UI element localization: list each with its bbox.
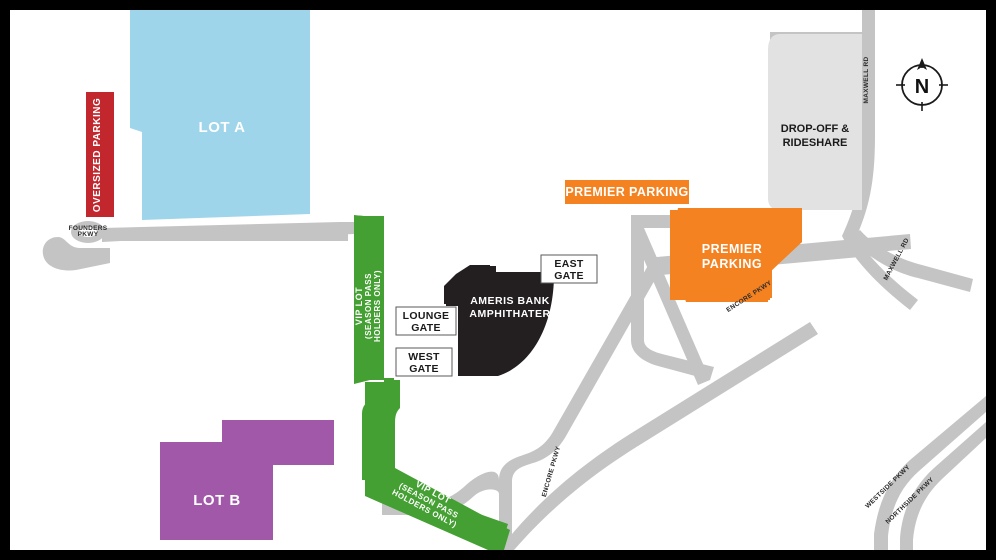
premier-parking-label-line2: PARKING — [702, 257, 762, 271]
founders-pkwy-label-line2: PKWY — [78, 231, 99, 238]
road-maxwell-interchange — [850, 230, 973, 292]
vip-upper-label-line2: (SEASON PASS — [364, 273, 373, 339]
premier-parking-banner-bg[interactable] — [565, 180, 689, 204]
road-maxwell-south — [842, 232, 918, 310]
premier-parking-outline[interactable] — [670, 208, 802, 302]
west-gate-label-line1: WEST — [408, 351, 440, 363]
dropoff-shape[interactable] — [768, 34, 862, 210]
gate-west[interactable]: WEST GATE — [395, 347, 453, 377]
lot-a[interactable]: LOT A — [130, 10, 310, 220]
vip-upper-label-line3: HOLDERS ONLY) — [373, 270, 382, 342]
west-gate-label-line2: GATE — [409, 363, 439, 375]
amphitheater-label-line2: AMPHITHATER — [469, 308, 550, 320]
lounge-gate-box[interactable] — [395, 306, 457, 336]
lot-b[interactable]: LOT B — [160, 420, 334, 540]
lounge-gate-label-line2: GATE — [411, 322, 441, 334]
venue-amphitheater[interactable]: AMERIS BANK AMPHITHATER — [444, 265, 554, 376]
lot-b-label: LOT B — [193, 492, 241, 509]
premier-parking-banner-label: PREMIER PARKING — [565, 185, 688, 199]
lounge-gate-label-line1: LOUNGE — [403, 310, 450, 322]
compass-rose: N — [896, 58, 948, 111]
vip-upper-label-group: VIP LOT (SEASON PASS HOLDERS ONLY) — [354, 270, 382, 342]
gate-lounge[interactable]: LOUNGE GATE — [395, 306, 457, 336]
vip-upper-block[interactable] — [354, 216, 384, 376]
road-founders-segment — [102, 228, 348, 241]
parking-map-svg[interactable]: DROP-OFF & RIDESHARE LOT A OVERSIZED PAR… — [10, 10, 986, 550]
amphitheater-shape[interactable] — [446, 266, 554, 376]
lot-vip[interactable]: VIP LOT (SEASON PASS HOLDERS ONLY) VIP L… — [354, 215, 510, 550]
road-label-founders-pkwy: FOUNDERS PKWY — [69, 225, 108, 238]
road-westside-pkwy — [874, 396, 986, 550]
gate-east[interactable]: EAST GATE — [540, 254, 598, 284]
road-founders-circle-inner — [79, 227, 97, 237]
road-maxwell-north — [842, 10, 875, 242]
lot-a-shape[interactable] — [130, 10, 310, 220]
road-encore-center — [499, 262, 661, 550]
east-gate-box[interactable] — [540, 254, 598, 284]
amphitheater-label-line1: AMERIS BANK — [470, 295, 550, 307]
vip-lower-curve[interactable] — [365, 466, 508, 542]
vip-upper-label-line1: VIP LOT — [354, 287, 364, 325]
oversized-parking-shape[interactable] — [86, 92, 114, 217]
lot-oversized-parking[interactable]: OVERSIZED PARKING — [86, 92, 114, 217]
founders-pkwy-label-line1: FOUNDERS — [69, 225, 108, 232]
dropoff-label-line2: RIDESHARE — [783, 137, 848, 149]
parking-map-canvas[interactable]: DROP-OFF & RIDESHARE LOT A OVERSIZED PAR… — [10, 10, 986, 550]
premier-parking-banner[interactable]: PREMIER PARKING — [565, 180, 689, 204]
east-gate-label-line2: GATE — [554, 270, 584, 282]
maxwell-rd-north-label: MAXWELL RD — [863, 57, 870, 104]
east-gate-label-line1: EAST — [554, 258, 583, 270]
road-northside-pkwy — [900, 422, 986, 550]
lot-dropoff-rideshare[interactable]: DROP-OFF & RIDESHARE — [768, 34, 862, 210]
compass-north-label: N — [915, 76, 929, 98]
premier-parking-label-line1: PREMIER — [702, 242, 762, 256]
road-encore-southwest — [499, 322, 818, 550]
dropoff-label-line1: DROP-OFF & — [781, 123, 849, 135]
lot-premier-parking[interactable]: PREMIER PARKING — [670, 208, 802, 302]
road-founders-loop — [42, 237, 110, 271]
lot-b-shape[interactable] — [160, 420, 334, 540]
lot-a-label: LOT A — [199, 119, 246, 136]
west-gate-box[interactable] — [395, 347, 453, 377]
oversized-parking-label: OVERSIZED PARKING — [92, 98, 103, 212]
road-premier-loop-diag — [632, 228, 710, 385]
